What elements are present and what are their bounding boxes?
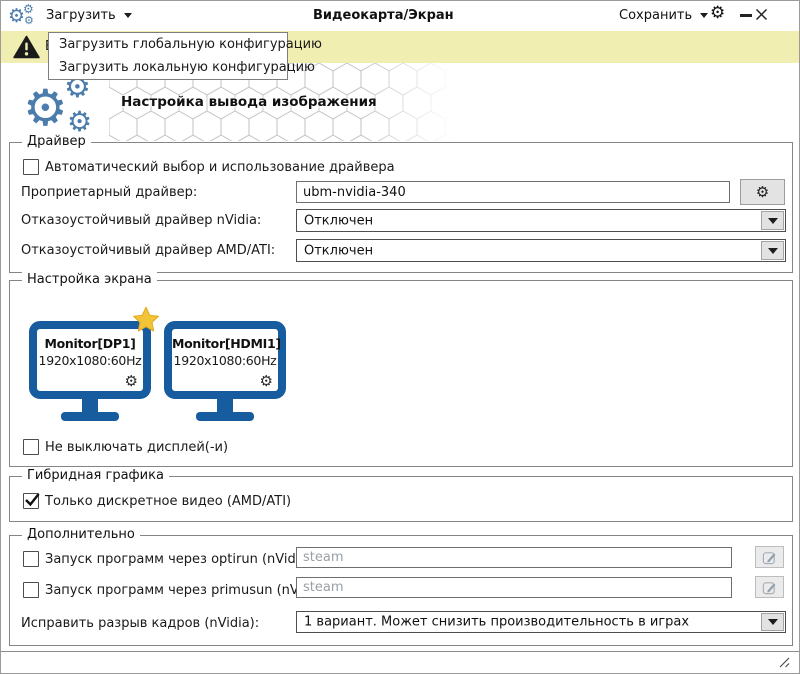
monitor-hdmi1[interactable]: Monitor[HDMI1] 1920x1080:60Hz ⚙ [164, 321, 286, 399]
monitor-stand [82, 398, 98, 413]
monitor-mode: 1920x1080:60Hz [38, 353, 142, 368]
monitor-stand [61, 412, 119, 421]
group-screen: Настройка экрана [9, 272, 793, 467]
monitor-name: Monitor[HDMI1] [172, 336, 281, 351]
optirun-edit-button[interactable] [755, 546, 784, 568]
group-hybrid: Гибридная графика [9, 468, 793, 522]
monitor-dp1[interactable]: Monitor[DP1] 1920x1080:60Hz ⚙ [29, 321, 151, 399]
load-menu-button[interactable]: Загрузить [46, 1, 132, 29]
discrete-only-checkbox[interactable] [23, 493, 40, 509]
gear-icon: ⚙ [755, 182, 770, 201]
group-extra: Дополнительно [9, 527, 793, 646]
app-gears-icon: ⚙ [23, 2, 34, 16]
primusun-edit-button[interactable] [755, 576, 784, 598]
check-icon [25, 493, 40, 507]
edit-pencil-icon [762, 551, 776, 564]
primary-star-icon [132, 306, 160, 337]
failsafe-amd-select[interactable]: Отключен [296, 239, 786, 262]
failsafe-nvidia-value: Отключен [304, 213, 374, 228]
load-menu-label: Загрузить [46, 7, 116, 23]
close-button[interactable] [754, 7, 769, 22]
window-title: Видеокарта/Экран [313, 8, 454, 23]
keep-display-on-label: Не выключать дисплей(-и) [45, 440, 229, 455]
proprietary-driver-input[interactable] [296, 181, 730, 203]
menu-item-load-local[interactable]: Загрузить локальную конфигурацию [59, 60, 315, 75]
failsafe-nvidia-select[interactable]: Отключен [296, 209, 786, 232]
chevron-down-icon [767, 247, 778, 254]
chevron-down-icon [767, 217, 778, 224]
dropdown-button[interactable] [761, 211, 784, 230]
logo-gear-icon: ⚙ [23, 79, 68, 137]
status-bar [1, 651, 799, 673]
primusun-command-input[interactable] [296, 577, 732, 598]
group-screen-legend: Настройка экрана [22, 272, 157, 287]
chevron-down-icon [767, 619, 778, 625]
keep-display-on-checkbox[interactable] [23, 439, 39, 455]
tearfix-select[interactable]: 1 вариант. Может снизить производительно… [296, 611, 786, 633]
monitor-gear-icon[interactable]: ⚙ [124, 372, 138, 390]
logo-gear-icon: ⚙ [67, 105, 93, 138]
discrete-only-label: Только дискретное видео (AMD/ATI) [45, 494, 292, 509]
group-extra-legend: Дополнительно [22, 527, 140, 542]
proprietary-driver-label: Проприетарный драйвер: [21, 185, 198, 200]
chevron-down-icon [700, 12, 709, 18]
primusun-label: Запуск программ через primusun (nVidia): [45, 583, 332, 598]
failsafe-amd-label: Отказоустойчивый драйвер AMD/ATI: [21, 243, 276, 258]
tearfix-label: Исправить разрыв кадров (nVidia): [21, 616, 260, 631]
settings-gear-button[interactable]: ⚙ [710, 3, 726, 23]
auto-driver-checkbox[interactable] [23, 159, 39, 175]
close-icon [755, 8, 768, 21]
app-gears-icon: ⚙ [8, 5, 26, 27]
optirun-checkbox[interactable] [23, 551, 39, 567]
optirun-label: Запуск программ через optirun (nVidia): [45, 552, 317, 567]
monitor-stand [217, 398, 233, 413]
primusun-checkbox[interactable] [23, 582, 39, 598]
edit-pencil-icon [762, 581, 776, 594]
dropdown-button[interactable] [761, 613, 784, 631]
app-gears-icon: ⚙ [24, 14, 34, 27]
group-driver: Драйвер [9, 134, 793, 273]
menu-item-load-global[interactable]: Загрузить глобальную конфигурацию [59, 37, 322, 52]
save-menu-label: Сохранить [619, 7, 693, 23]
group-hybrid-legend: Гибридная графика [22, 468, 169, 483]
page-title: Настройка вывода изображения [121, 94, 377, 110]
monitor-stand [196, 412, 254, 421]
tearfix-value: 1 вариант. Может снизить производительно… [304, 614, 690, 630]
optirun-command-input[interactable] [296, 547, 732, 568]
failsafe-nvidia-label: Отказоустойчивый драйвер nVidia: [21, 213, 262, 228]
group-driver-legend: Драйвер [22, 134, 91, 149]
monitor-name: Monitor[DP1] [44, 336, 136, 351]
warning-icon [13, 35, 40, 63]
minimize-button[interactable] [740, 14, 752, 17]
driver-settings-button[interactable]: ⚙ [740, 179, 785, 205]
load-dropdown-menu: Загрузить глобальную конфигурацию Загруз… [48, 32, 322, 80]
resize-grip[interactable] [775, 655, 791, 669]
save-menu-button[interactable]: Сохранить [619, 1, 709, 29]
dropdown-button[interactable] [761, 241, 784, 260]
chevron-down-icon [123, 12, 132, 18]
titlebar: ⚙ ⚙ ⚙ Загрузить Видеокарта/Экран Сохрани… [1, 1, 799, 30]
monitor-mode: 1920x1080:60Hz [173, 353, 277, 368]
auto-driver-label: Автоматический выбор и использование дра… [45, 160, 395, 175]
monitor-gear-icon[interactable]: ⚙ [259, 372, 273, 390]
failsafe-amd-value: Отключен [304, 243, 374, 258]
